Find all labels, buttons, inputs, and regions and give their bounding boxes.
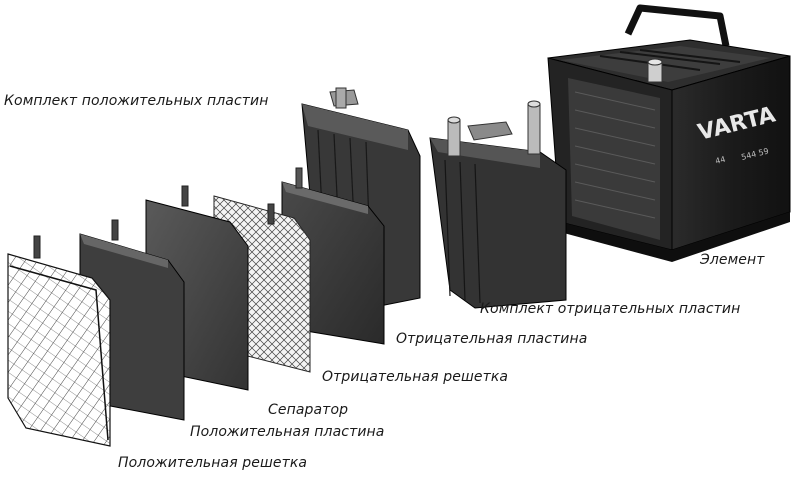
capacity-label: 44 xyxy=(714,155,726,166)
label-positive-grid: Положительная решетка xyxy=(118,455,308,471)
label-positive-plate: Положительная пластина xyxy=(190,424,385,440)
positive-grid xyxy=(7,235,111,447)
battery-case xyxy=(547,4,791,262)
label-negative-grid: Отрицательная решетка xyxy=(322,369,509,385)
label-separator: Сепаратор xyxy=(268,402,349,418)
label-negative-plate: Отрицательная пластина xyxy=(396,331,588,347)
label-element: Элемент xyxy=(700,252,765,268)
negative-plate-set xyxy=(429,100,567,309)
label-positive-plate-set: Комплект положительных пластин xyxy=(4,93,269,109)
label-negative-plate-set: Комплект отрицательных пластин xyxy=(480,301,741,317)
